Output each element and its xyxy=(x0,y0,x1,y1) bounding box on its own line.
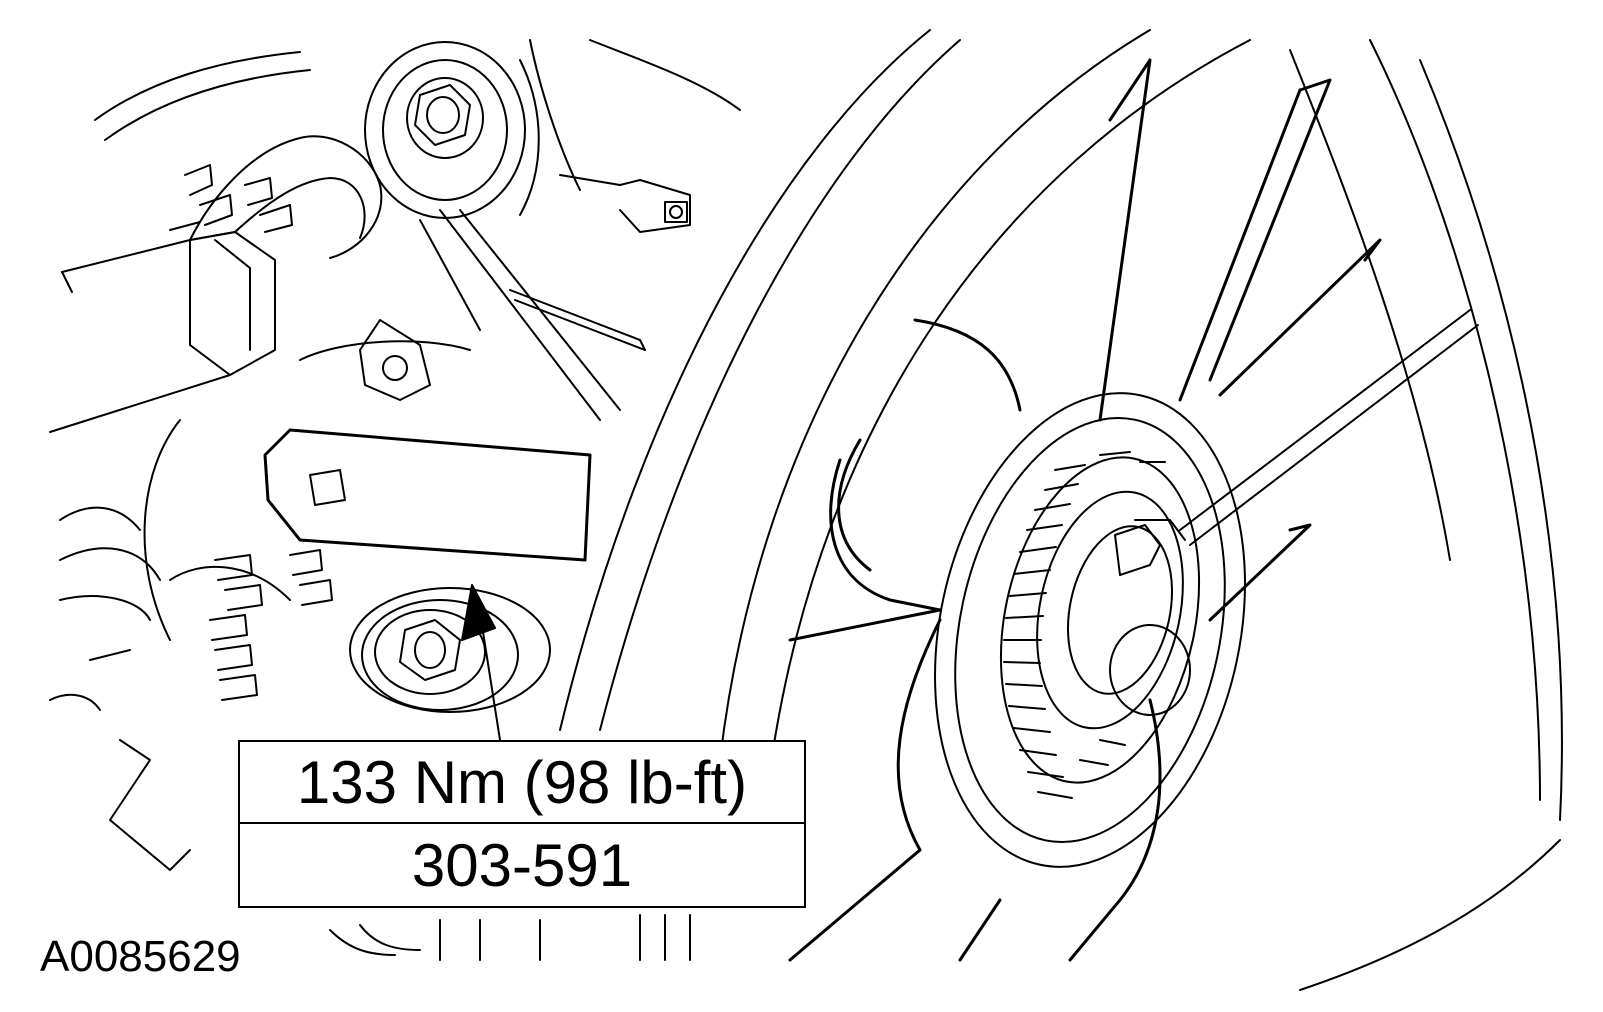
alternator-fins-upper xyxy=(169,164,293,233)
fan-blades xyxy=(788,58,1382,962)
lower-pulley xyxy=(169,549,551,713)
holding-tool-rod xyxy=(1179,309,1479,546)
fan-clutch xyxy=(934,392,1246,868)
clutch-fins xyxy=(1003,451,1166,799)
figure-reference-code: A0085629 xyxy=(40,932,241,981)
torque-spec-label: 133 Nm (98 lb-ft) xyxy=(240,742,804,824)
lower-left-structure xyxy=(49,419,191,871)
hose xyxy=(49,51,383,433)
spec-callout-box: 133 Nm (98 lb-ft) 303-591 xyxy=(238,740,806,908)
tool-number-label: 303-591 xyxy=(411,831,633,899)
engine-bracket xyxy=(299,39,741,421)
bottom-lines xyxy=(329,914,691,961)
fan-shroud xyxy=(559,29,1563,991)
callout-arrow xyxy=(461,584,501,741)
upper-idler-pulley xyxy=(364,41,540,219)
wrench-arm xyxy=(263,428,592,562)
